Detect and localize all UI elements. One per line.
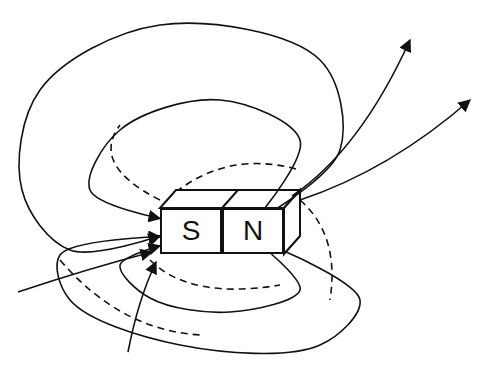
hidden-field-lines <box>60 125 332 335</box>
magnet-body <box>160 190 300 254</box>
field-line-in <box>18 252 152 292</box>
dashed-line <box>111 125 160 200</box>
field-line <box>120 246 300 312</box>
dashed-line <box>150 260 280 289</box>
dashed-line <box>176 164 300 192</box>
magnet-pole: S <box>160 208 222 254</box>
magnet-pole: N <box>222 208 284 254</box>
field-line <box>89 100 301 219</box>
field-line-out <box>300 100 470 200</box>
magnet-top-face <box>160 190 300 208</box>
pole-label: S <box>182 217 201 245</box>
pole-label: N <box>243 217 263 245</box>
open-field-lines <box>18 40 470 352</box>
field-line <box>57 237 360 354</box>
dashed-line <box>300 200 332 300</box>
field-line-out <box>292 40 410 196</box>
pole-divider <box>222 190 238 208</box>
magnet-side-face <box>284 190 300 254</box>
